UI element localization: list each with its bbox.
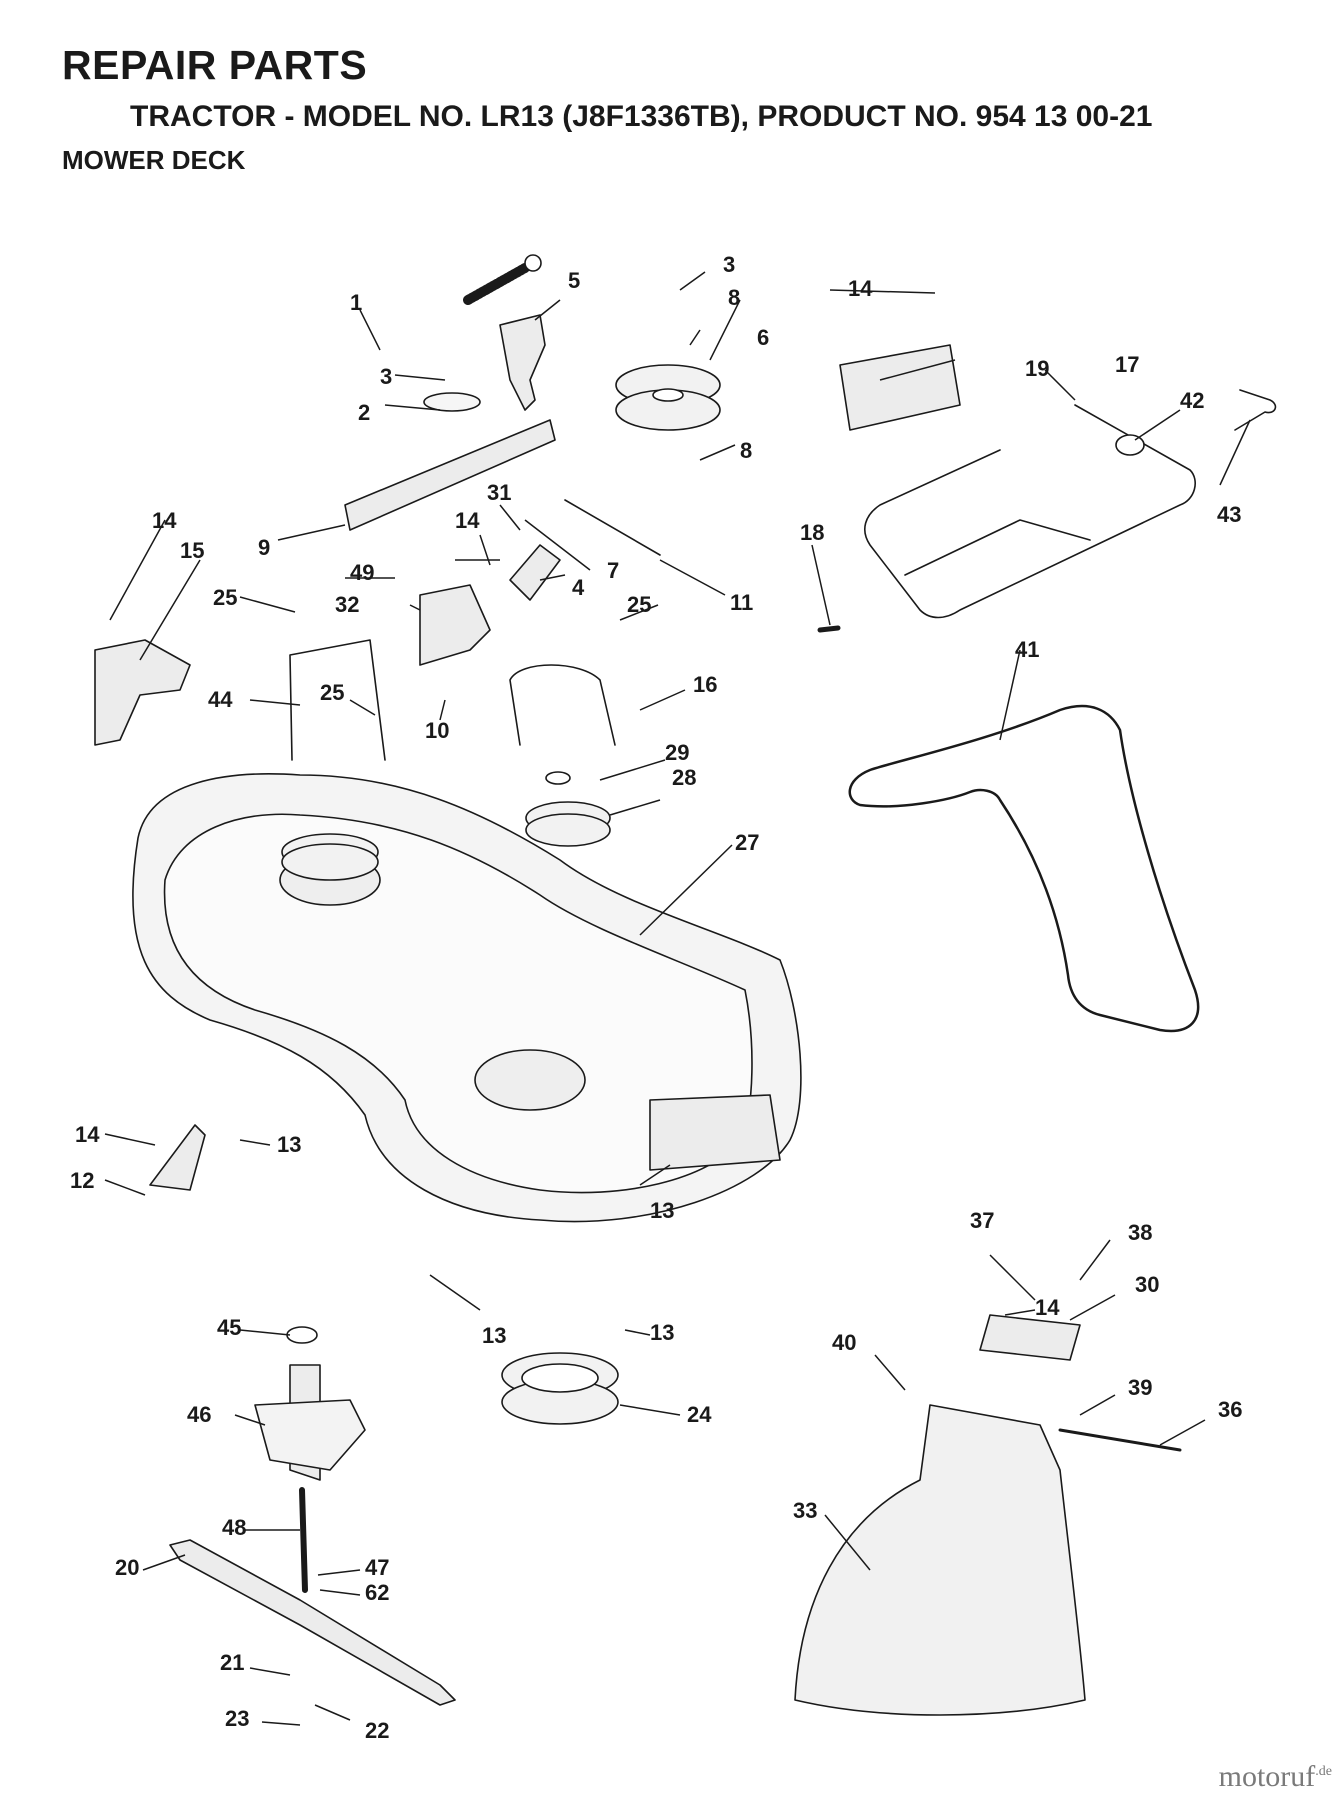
callout-32: 32 xyxy=(335,592,359,617)
spindle-shaft xyxy=(299,1487,308,1593)
callout-7: 7 xyxy=(607,558,619,583)
callout-14c: 14 xyxy=(848,276,873,301)
callout-28: 28 xyxy=(672,765,696,790)
section-title: MOWER DECK xyxy=(62,145,246,175)
callout-25b: 25 xyxy=(320,680,344,705)
callout-11: 11 xyxy=(730,590,753,615)
callout-23: 23 xyxy=(225,1706,249,1731)
hitch-frame xyxy=(839,344,1196,619)
callout-44: 44 xyxy=(208,687,233,712)
callout-33: 33 xyxy=(793,1498,817,1523)
callout-29: 29 xyxy=(665,740,689,765)
grass-bag xyxy=(794,1404,1086,1716)
mower-blade xyxy=(169,1539,456,1706)
callout-13b: 13 xyxy=(650,1198,674,1223)
bracket-44 xyxy=(289,639,386,761)
arm-part xyxy=(499,314,546,411)
callout-48: 48 xyxy=(222,1515,246,1540)
callout-5: 5 xyxy=(568,268,580,293)
callout-49: 49 xyxy=(350,560,374,585)
model-subtitle: TRACTOR - MODEL NO. LR13 (J8F1336TB), PR… xyxy=(130,100,1153,133)
callout-16: 16 xyxy=(693,672,717,697)
callout-27: 27 xyxy=(735,830,759,855)
callout-3b: 3 xyxy=(723,252,735,277)
callout-40: 40 xyxy=(832,1330,856,1355)
idler-bracket xyxy=(344,392,556,531)
callout-8b: 8 xyxy=(740,438,752,463)
watermark-logo: motoruf.de xyxy=(1218,1760,1332,1793)
callout-8a: 8 xyxy=(728,285,740,310)
callout-4: 4 xyxy=(572,575,585,600)
callout-15: 15 xyxy=(180,538,204,563)
washer-42 xyxy=(1115,434,1145,456)
callout-19: 19 xyxy=(1025,356,1049,381)
callout-labels: 1 2 3 3 4 5 6 7 8 8 9 10 11 12 13 13 13 … xyxy=(70,252,1242,1743)
callout-14d: 14 xyxy=(75,1122,100,1147)
bracket-15 xyxy=(94,639,191,746)
callout-13a: 13 xyxy=(277,1132,301,1157)
callout-41: 41 xyxy=(1015,637,1039,662)
callout-12: 12 xyxy=(70,1168,94,1193)
callout-36: 36 xyxy=(1218,1397,1242,1422)
hinge-plate xyxy=(979,1314,1081,1361)
callout-9: 9 xyxy=(258,535,270,560)
callout-2: 2 xyxy=(358,400,370,425)
callout-22: 22 xyxy=(365,1718,389,1743)
callout-10: 10 xyxy=(425,718,449,743)
callout-31: 31 xyxy=(487,480,511,505)
rod-part xyxy=(564,499,661,556)
callout-62: 62 xyxy=(365,1580,389,1605)
rod-36 xyxy=(1058,1428,1182,1452)
callout-37: 37 xyxy=(970,1208,994,1233)
callout-18: 18 xyxy=(800,520,824,545)
callout-1: 1 xyxy=(350,290,362,315)
mower-deck xyxy=(132,773,802,1223)
callout-14b: 14 xyxy=(455,508,480,533)
spindle-pulley xyxy=(281,833,379,881)
spring-part xyxy=(463,254,542,305)
callout-45: 45 xyxy=(217,1315,241,1340)
callout-43: 43 xyxy=(1217,502,1241,527)
pin-18 xyxy=(817,625,841,633)
callout-6: 6 xyxy=(757,325,769,350)
page-title: REPAIR PARTS xyxy=(62,42,368,88)
idler-pulley xyxy=(615,364,721,431)
callout-46: 46 xyxy=(187,1402,211,1427)
spindle-housing xyxy=(254,1326,366,1481)
callout-39: 39 xyxy=(1128,1375,1152,1400)
callout-25a: 25 xyxy=(213,585,237,610)
drive-belt xyxy=(848,704,1200,1033)
callout-42: 42 xyxy=(1180,388,1204,413)
callout-14a: 14 xyxy=(152,508,177,533)
bracket-16 xyxy=(509,664,616,746)
callout-13d: 13 xyxy=(650,1320,674,1345)
bracket-12 xyxy=(149,1124,206,1191)
ring-24 xyxy=(501,1352,619,1425)
callout-3a: 3 xyxy=(380,364,392,389)
callout-24: 24 xyxy=(687,1402,712,1427)
callout-25c: 25 xyxy=(627,592,651,617)
callout-47: 47 xyxy=(365,1555,389,1580)
bracket-4 xyxy=(509,544,561,601)
callout-13c: 13 xyxy=(482,1323,506,1348)
pulley-28 xyxy=(525,771,611,847)
callout-38: 38 xyxy=(1128,1220,1152,1245)
callout-30: 30 xyxy=(1135,1272,1159,1297)
callout-21: 21 xyxy=(220,1650,244,1675)
bracket-32 xyxy=(419,584,491,666)
callout-17: 17 xyxy=(1115,352,1139,377)
callout-20: 20 xyxy=(115,1555,139,1580)
clip-43 xyxy=(1234,389,1277,431)
callout-14e: 14 xyxy=(1035,1295,1060,1320)
